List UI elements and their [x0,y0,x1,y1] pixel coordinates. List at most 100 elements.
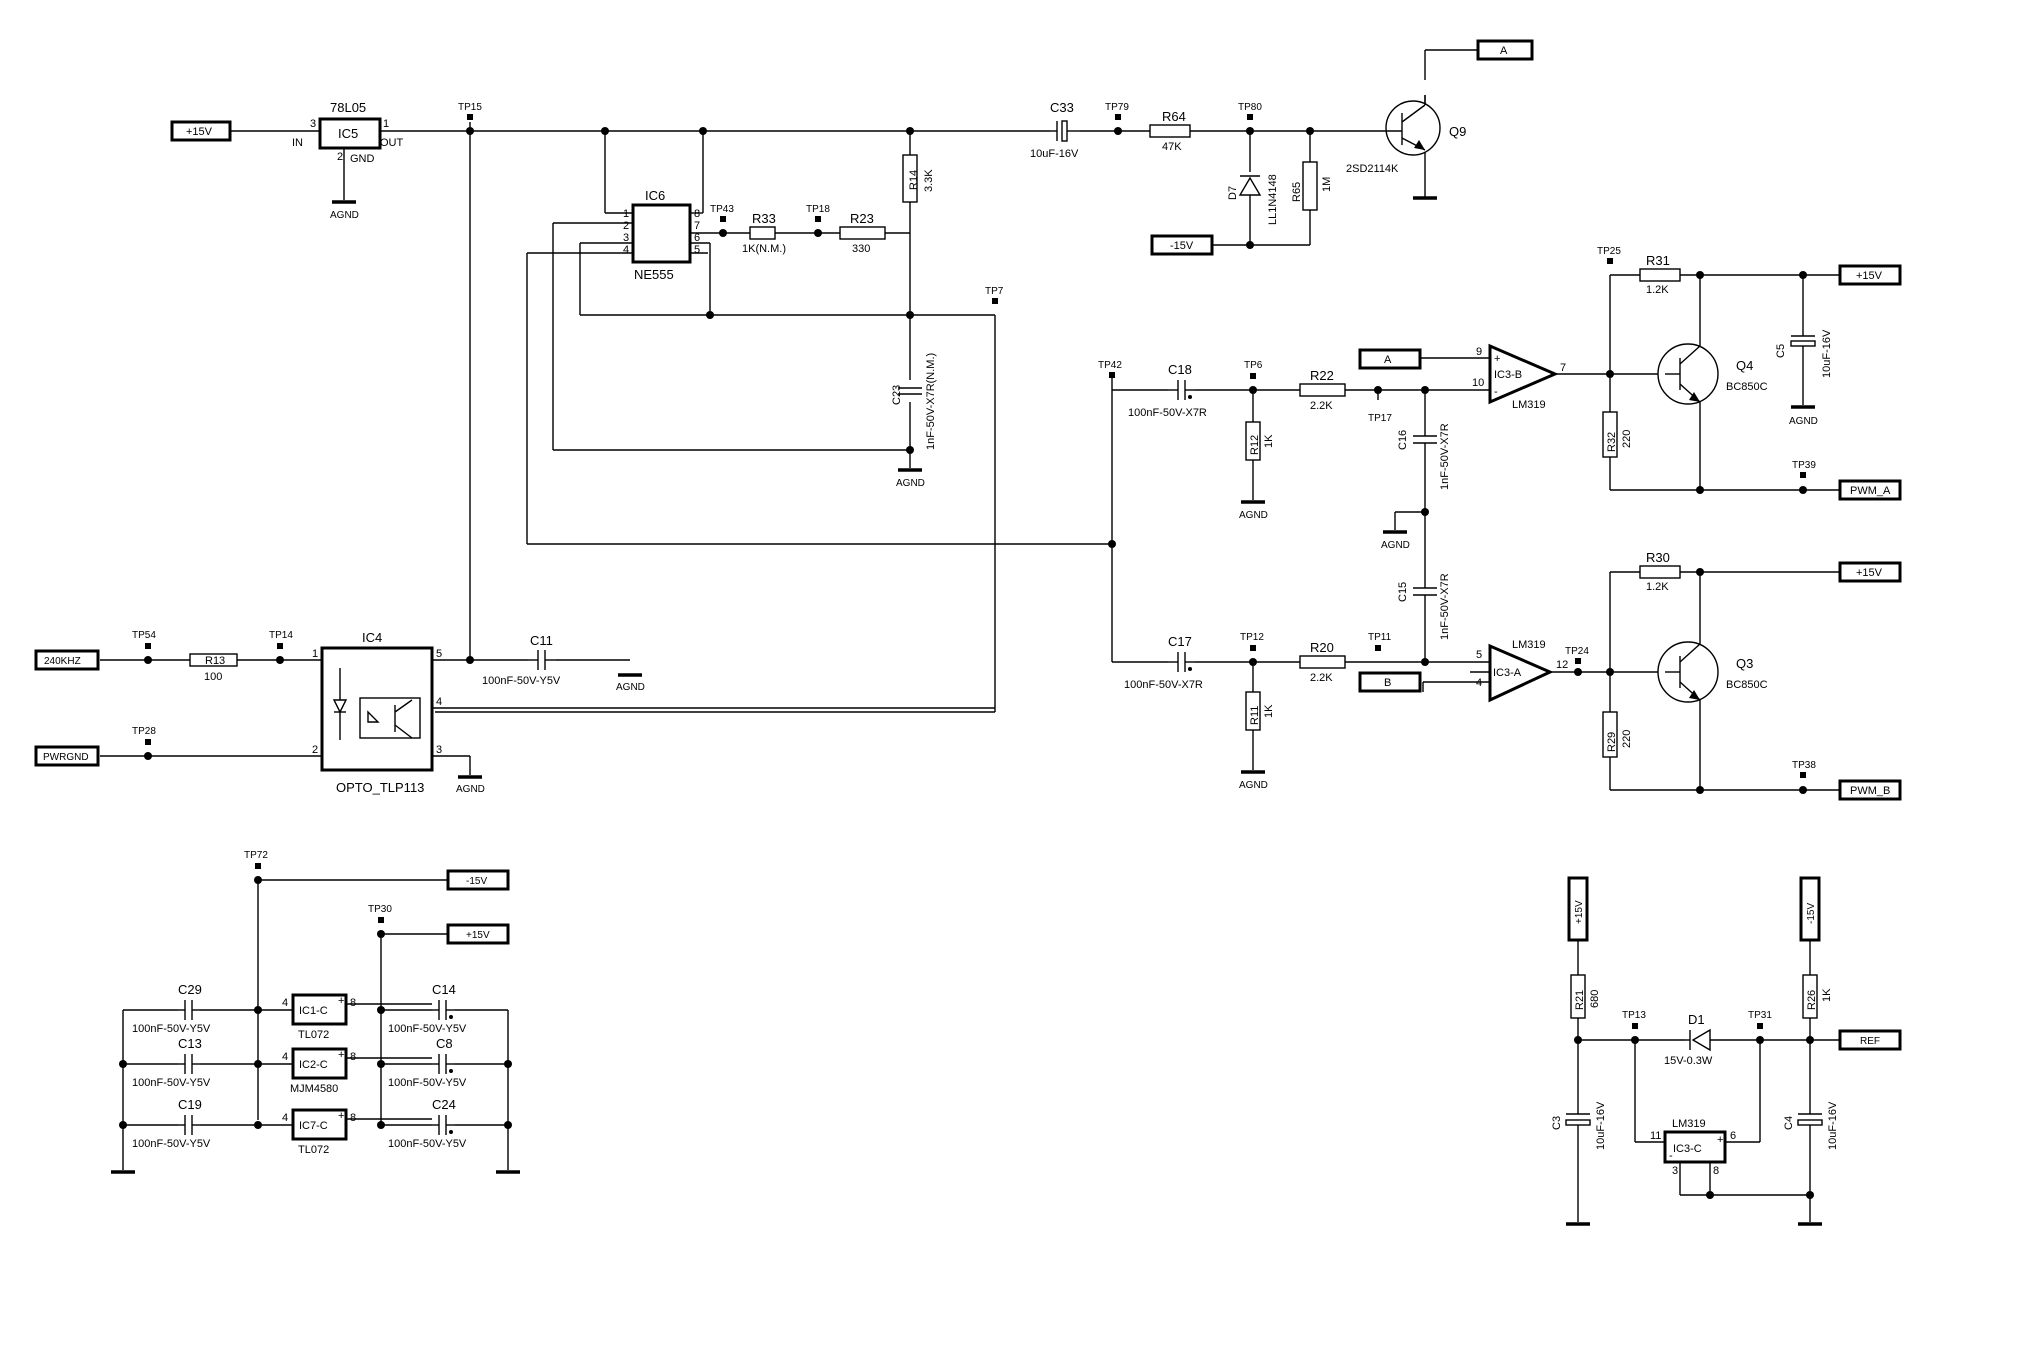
r26-resistor[interactable]: R26 1K [1802,974,1833,1019]
tp25: TP25 [1597,246,1621,257]
ic4-optocoupler[interactable]: IC4 OPTO_TLP113 1 2 5 4 3 [312,630,442,795]
q3-transistor[interactable]: Q3 BC850C [1657,640,1768,703]
d7-ref: D7 [1227,186,1239,200]
q9-ref: Q9 [1449,124,1466,139]
q9-transistor[interactable]: Q9 2SD2114K [1346,95,1466,175]
c15-capacitor[interactable]: C15 1nF-50V-X7R [1397,573,1451,640]
d1-ref: D1 [1688,1012,1705,1027]
d7-diode[interactable]: D7 LL1N4148 [1227,174,1279,225]
r23-resistor[interactable]: R23 330 [839,211,886,255]
c17-capacitor[interactable]: C17 100nF-50V-X7R [1124,634,1203,691]
c16-capacitor[interactable]: C16 1nF-50V-X7R [1397,423,1451,490]
port-minus15v-pwr[interactable] [446,869,510,891]
r11-resistor[interactable]: R11 1K [1245,691,1275,731]
r11-ref: R11 [1249,706,1261,725]
agnd-label: AGND [1239,510,1268,521]
testpoints: TP15 TP43 TP18 TP7 TP79 TP80 TP25 TP42 T… [132,102,1816,1029]
r33-resistor[interactable]: R33 1K(N.M.) [742,211,786,255]
q4-transistor[interactable]: Q4 BC850C [1657,342,1768,405]
c19-capacitor[interactable]: C19 100nF-50V-Y5V [132,1097,211,1150]
r31-resistor[interactable]: R31 1.2K [1639,253,1681,296]
q3-value: BC850C [1726,679,1768,691]
c4-capacitor[interactable]: C4 10uF-16V [1783,1101,1839,1150]
ic3c-comparator-power[interactable]: IC3-C LM319 11 6 3 8 - + [1650,1118,1736,1177]
r29-value: 220 [1621,730,1633,748]
r12-resistor[interactable]: R12 1K [1245,421,1275,461]
port-plus15v-q3[interactable] [1838,561,1902,583]
port-plus15v-in-label: +15V [186,126,213,138]
c8-capacitor[interactable]: C8 100nF-50V-Y5V [388,1036,467,1089]
r65-resistor[interactable]: R65 1M [1291,161,1333,211]
ic6-ne555[interactable]: IC6 NE555 1 2 3 4 8 7 6 5 [623,188,700,282]
port-pwm-a[interactable] [1838,479,1902,501]
c4-ref: C4 [1783,1116,1795,1130]
c8-value: 100nF-50V-Y5V [388,1077,467,1089]
c13-capacitor[interactable]: C13 100nF-50V-Y5V [132,1036,211,1089]
port-minus15v-ref[interactable] [1799,876,1821,942]
r32-resistor[interactable]: R32 220 [1602,411,1633,458]
port-240khz[interactable] [34,649,100,671]
r65-value: 1M [1321,177,1333,192]
c29-capacitor[interactable]: C29 100nF-50V-Y5V [132,982,211,1035]
tp39: TP39 [1792,460,1816,471]
tp43: TP43 [710,204,734,215]
port-plus15v-q4[interactable] [1838,264,1902,286]
r21-ref: R21 [1574,990,1586,1010]
c5-ref: C5 [1775,344,1787,358]
c18-capacitor[interactable]: C18 100nF-50V-X7R [1128,362,1207,419]
r30-resistor[interactable]: R30 1.2K [1639,550,1681,593]
port-b-cmp[interactable] [1358,671,1422,693]
port-a-top[interactable] [1476,39,1534,61]
ic6-value: NE555 [634,267,674,282]
port-minus15v-q9[interactable] [1150,234,1214,256]
c15-value: 1nF-50V-X7R [1439,573,1451,640]
port-ref[interactable] [1838,1029,1902,1051]
c11-capacitor[interactable]: C11 100nF-50V-Y5V [482,633,561,687]
c5-capacitor[interactable]: C5 10uF-16V [1775,328,1833,378]
c5-value: 10uF-16V [1821,329,1833,378]
ic5-out-label: OUT [380,137,404,149]
ic2c-power[interactable]: IC2-C MJM4580 4 8 + [282,1047,356,1095]
tp79: TP79 [1105,102,1129,113]
c33-ref: C33 [1050,100,1074,115]
r21-resistor[interactable]: R21 680 [1570,974,1601,1019]
r14-resistor[interactable]: R14 3.3K [902,154,935,203]
port-plus15v-q3-label: +15V [1856,567,1883,579]
r22-resistor[interactable]: R22 2.2K [1299,368,1346,412]
ic1c-ref: IC1-C [299,1005,328,1017]
c33-capacitor[interactable]: C33 10uF-16V [1030,100,1080,160]
port-plus15v-in[interactable] [170,120,232,142]
port-pwm-b[interactable] [1838,779,1902,801]
ic5-gnd-label: GND [350,153,375,165]
port-plus15v-ref[interactable] [1567,876,1589,942]
c23-capacitor[interactable]: C23 1nF-50V-X7R(N.M.) [891,353,937,450]
ground-symbols [111,196,1822,1226]
port-b-cmp-label: B [1384,677,1391,689]
r20-resistor[interactable]: R20 2.2K [1299,640,1346,684]
ic5-regulator[interactable]: IC5 78L05 IN OUT GND 3 1 2 [292,100,404,165]
ic3a-comparator[interactable]: IC3-A LM319 5 4 12 [1476,639,1568,703]
r20-value: 2.2K [1310,672,1333,684]
ic4-pin-3: 3 [436,744,442,756]
port-pwrgnd[interactable] [34,745,100,767]
q4-ref: Q4 [1736,358,1753,373]
ic3a-pin-out: 12 [1556,659,1568,671]
ic3a-pin-n: 4 [1476,677,1482,689]
r29-resistor[interactable]: R29 220 [1602,711,1633,758]
ic4-pin-1: 1 [312,648,318,660]
d1-zener[interactable]: D1 15V-0.3W [1664,1012,1713,1067]
c14-capacitor[interactable]: C14 100nF-50V-Y5V [388,982,467,1035]
c23-value: 1nF-50V-X7R(N.M.) [925,353,937,450]
ic5-pin-out: 1 [383,118,389,130]
r64-resistor[interactable]: R64 47K [1149,109,1191,153]
c24-capacitor[interactable]: C24 100nF-50V-Y5V [388,1097,467,1150]
c3-capacitor[interactable]: C3 10uF-16V [1551,1101,1607,1150]
ic6-pin-1: 1 [623,208,629,220]
port-a-cmp[interactable] [1358,348,1422,370]
port-plus15v-pwr[interactable] [446,923,510,945]
ic1c-power[interactable]: IC1-C TL072 4 8 + [282,993,356,1041]
ic7c-power[interactable]: IC7-C TL072 4 8 + [282,1108,356,1156]
ic3b-pin-p: 9 [1476,346,1482,358]
r13-resistor[interactable]: R13 100 [189,653,238,683]
ic3b-comparator[interactable]: IC3-B LM319 9 10 7 + - [1472,343,1566,411]
